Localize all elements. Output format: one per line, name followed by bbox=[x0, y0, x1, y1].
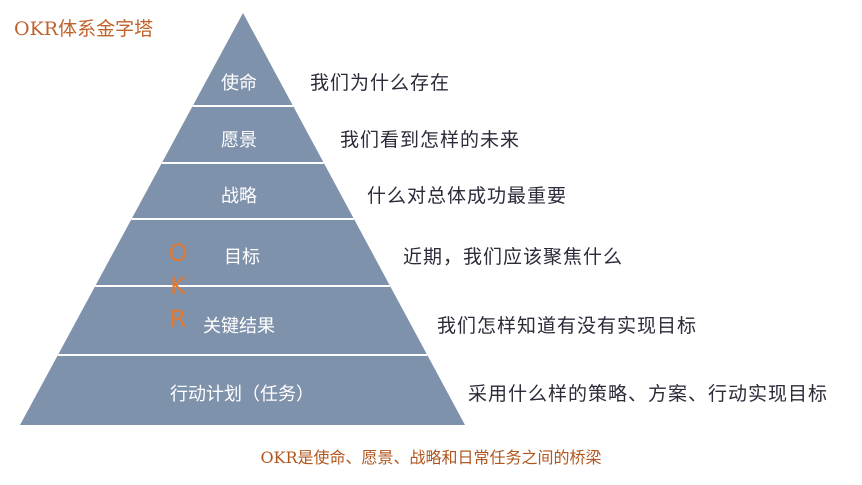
level-label-vision: 愿景 bbox=[221, 130, 257, 151]
okr-letter-r: R bbox=[169, 305, 187, 333]
level-label-key-results: 关键结果 bbox=[203, 316, 275, 337]
level-label-mission: 使命 bbox=[221, 73, 257, 94]
level-label-objective: 目标 bbox=[224, 247, 260, 268]
footer-caption: OKR是使命、愿景、战略和日常任务之间的桥梁 bbox=[260, 448, 602, 467]
level-label-strategy: 战略 bbox=[221, 186, 257, 207]
diagram-title: OKR体系金字塔 bbox=[14, 18, 154, 40]
level-description-mission: 我们为什么存在 bbox=[310, 72, 451, 94]
level-label-action-plan: 行动计划（任务） bbox=[170, 384, 314, 405]
level-description-vision: 我们看到怎样的未来 bbox=[340, 129, 521, 151]
okr-letter-k: K bbox=[170, 272, 186, 300]
level-separators bbox=[57, 105, 428, 356]
level-description-objective: 近期，我们应该聚焦什么 bbox=[403, 246, 624, 268]
level-description-key-results: 我们怎样知道有没有实现目标 bbox=[437, 315, 698, 337]
level-description-strategy: 什么对总体成功最重要 bbox=[367, 185, 568, 207]
okr-letter-o: O bbox=[168, 239, 188, 267]
level-description-action-plan: 采用什么样的策略、方案、行动实现目标 bbox=[468, 383, 829, 405]
